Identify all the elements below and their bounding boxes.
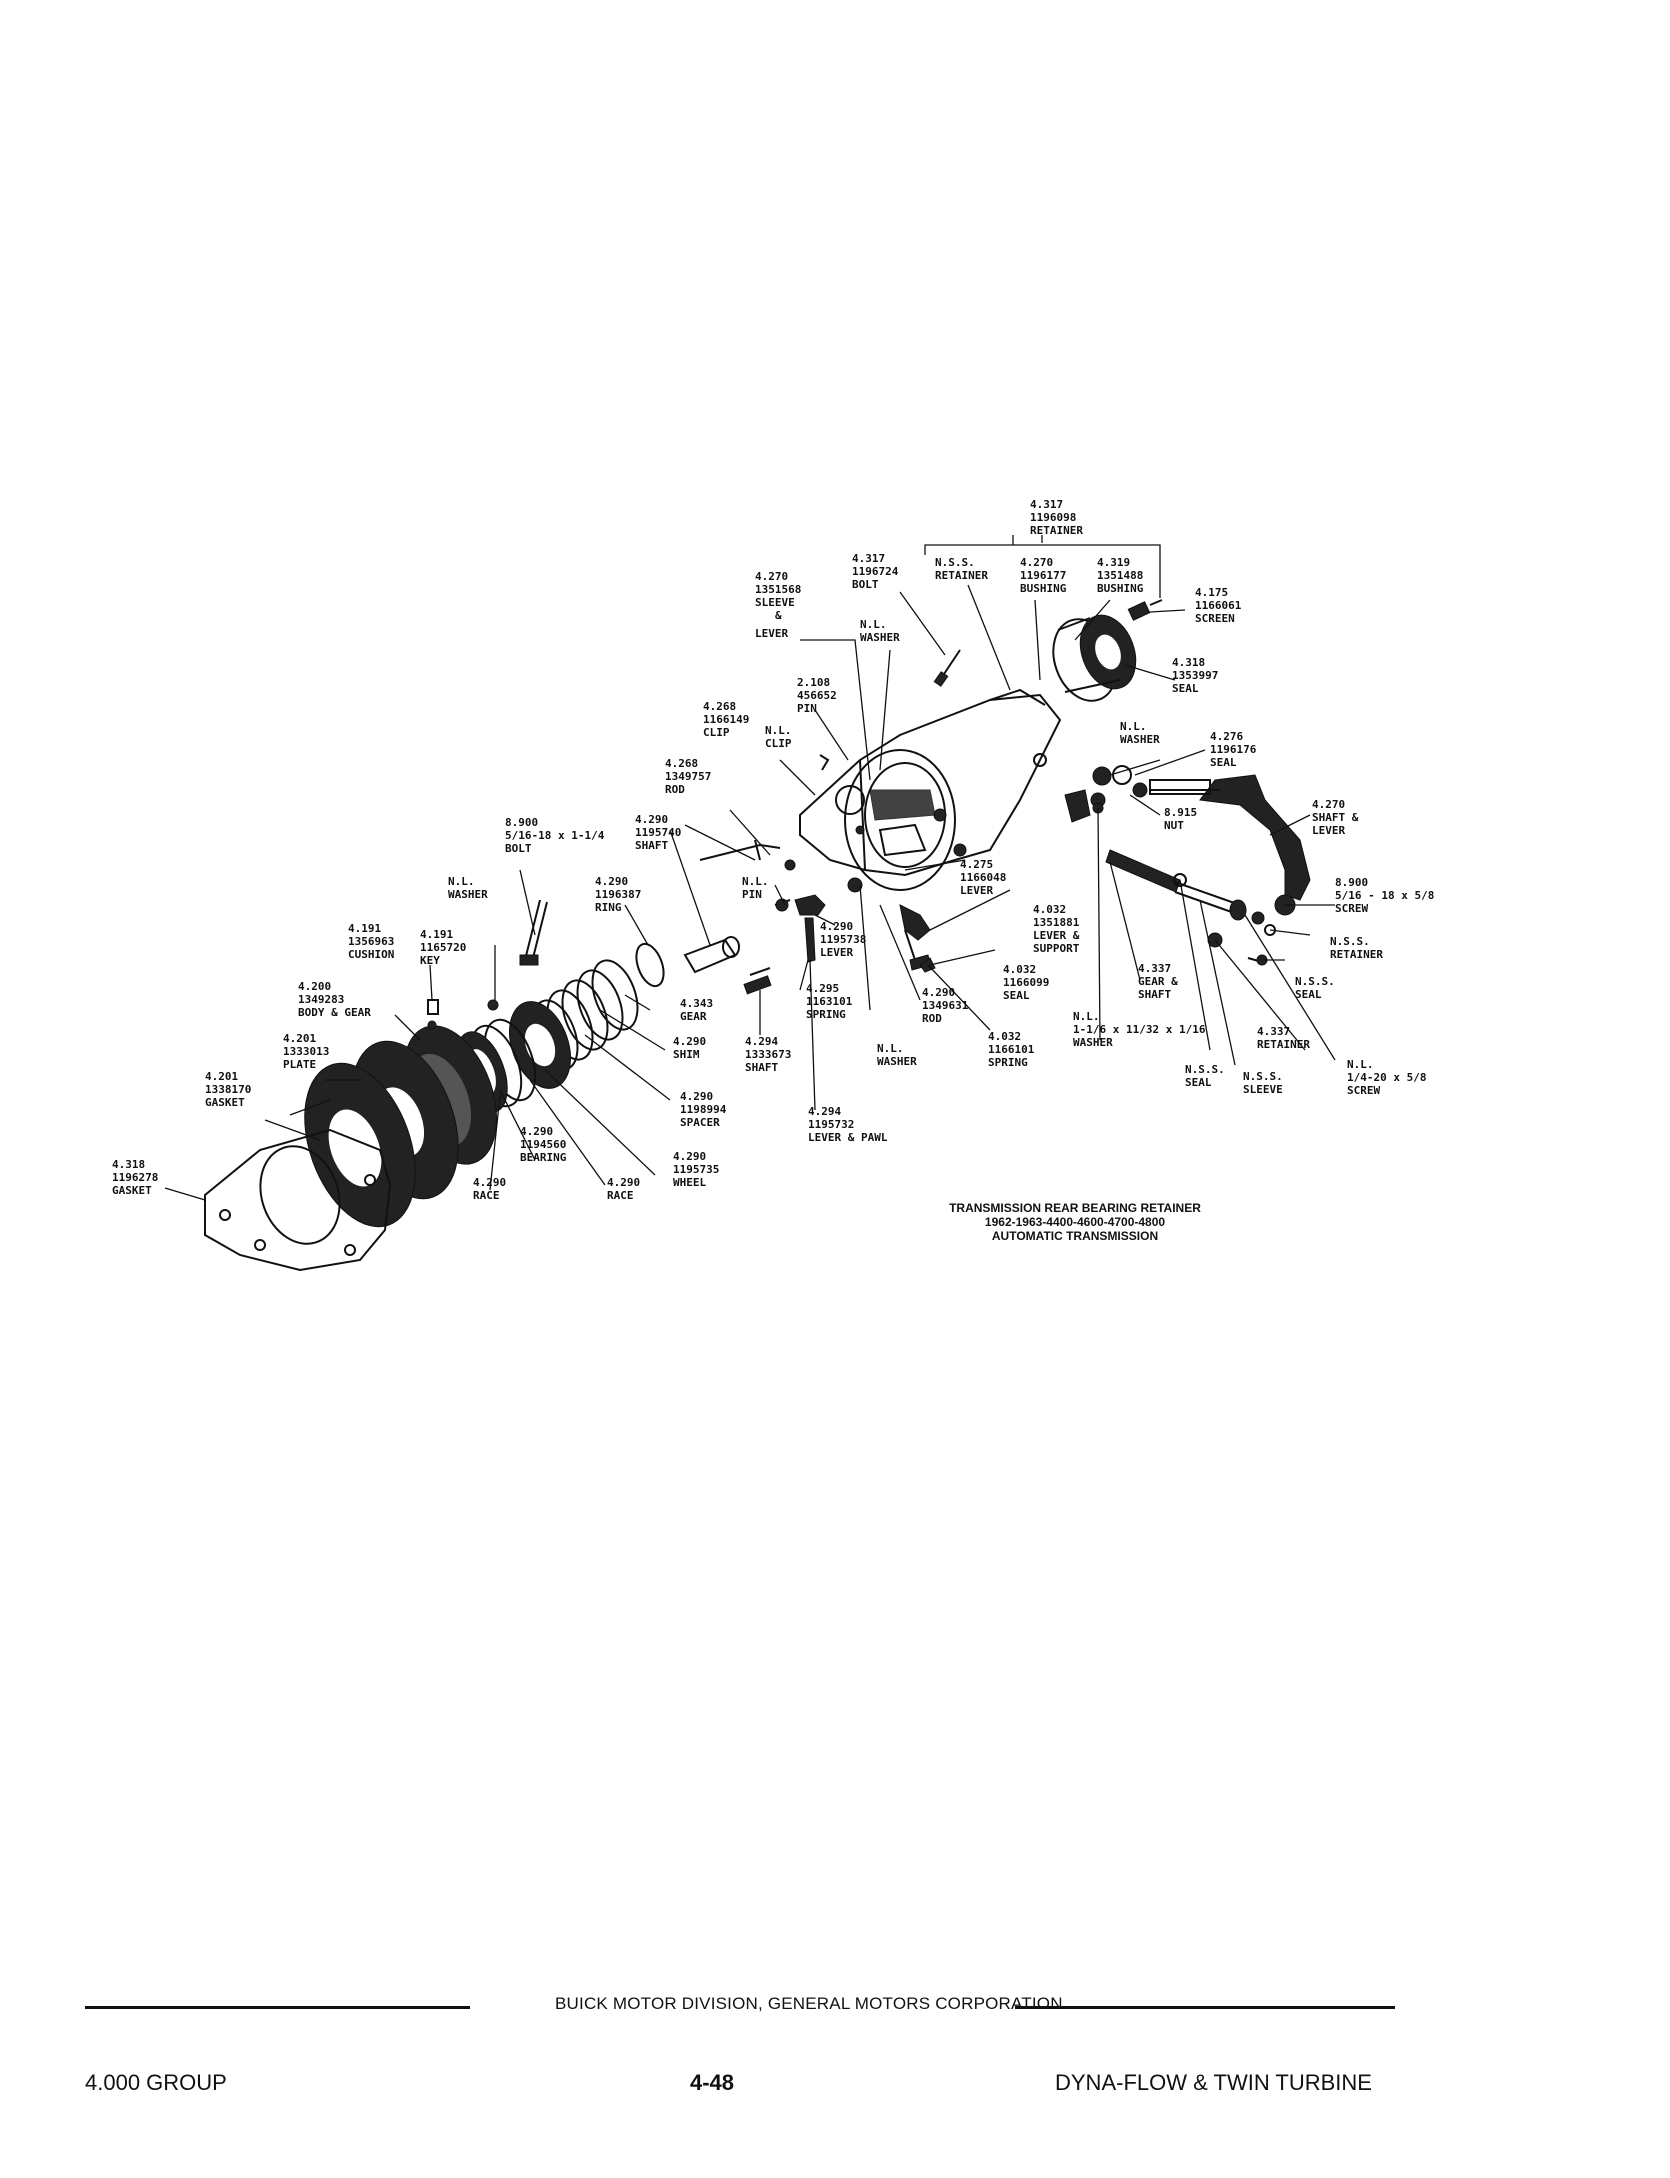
label-spring-4032: 4.032 1166101 SPRING xyxy=(988,1030,1041,1069)
outline-gasket xyxy=(204,1128,392,1272)
shaft-lever-arm xyxy=(1149,774,1311,916)
label-bushing-2: 4.319 1351488 BUSHING xyxy=(1097,556,1150,595)
label-rod-4290: 4.290 1349631 ROD xyxy=(922,986,975,1025)
label-screw-nl: N.L. 1/4-20 x 5/8 SCREW xyxy=(1347,1058,1433,1097)
label-sleeve-lever: 4.270 1351568 SLEEVE & LEVER xyxy=(755,570,808,640)
shaft-cylinder xyxy=(683,936,772,995)
label-retainer-top: 4.317 1196098 RETAINER xyxy=(1030,498,1083,537)
bearing-retainer xyxy=(1052,614,1137,702)
lever-support-part xyxy=(899,904,936,973)
leader-lines xyxy=(164,535,1336,1201)
gear-shaft-part xyxy=(1105,849,1276,966)
label-washer-nl-size: N.L. 1-1/6 x 11/32 x 1/16 WASHER xyxy=(1073,1010,1212,1049)
label-lever-pawl: 4.294 1195732 LEVER & PAWL xyxy=(808,1105,888,1144)
label-nl-pin: N.L. PIN xyxy=(742,875,775,901)
label-shim: 4.290 SHIM xyxy=(673,1035,713,1061)
label-cushion: 4.191 1356963 CUSHION xyxy=(348,922,401,961)
caption-line-2: 1962-1963-4400-4600-4700-4800 xyxy=(985,1215,1165,1229)
label-nl-clip: N.L. CLIP xyxy=(765,724,798,750)
bolt-part xyxy=(933,649,961,687)
label-nss-seal: N.S.S. SEAL xyxy=(1185,1063,1231,1089)
label-nss-sleeve: N.S.S. SLEEVE xyxy=(1243,1070,1289,1096)
parts-illustration xyxy=(204,599,1311,1272)
label-screen: 4.175 1166061 SCREEN xyxy=(1195,586,1248,625)
lever-spring-part xyxy=(774,877,863,963)
footer-rule-left xyxy=(85,2006,470,2009)
label-spacer: 4.290 1198994 SPACER xyxy=(680,1090,733,1129)
transmission-housing xyxy=(799,688,1062,891)
label-spring-4295: 4.295 1163101 SPRING xyxy=(806,982,859,1021)
bolt-8900 xyxy=(519,899,548,966)
label-bolt-8900: 8.900 5/16-18 x 1-1/4 BOLT xyxy=(505,816,611,855)
caption-line-1: TRANSMISSION REAR BEARING RETAINER xyxy=(949,1201,1201,1215)
label-bolt-4317: 4.317 1196724 BOLT xyxy=(852,552,905,591)
label-retainer-4337: 4.337 RETAINER xyxy=(1257,1025,1310,1051)
label-nss-retainer: N.S.S. RETAINER xyxy=(935,556,988,582)
label-seal-4276: 4.276 1196176 SEAL xyxy=(1210,730,1263,769)
label-nut-8915: 8.915 NUT xyxy=(1164,806,1204,832)
ring-part xyxy=(635,942,665,988)
label-key: 4.191 1165720 KEY xyxy=(420,928,473,967)
screen-part xyxy=(1127,599,1163,621)
label-seal-4032: 4.032 1166099 SEAL xyxy=(1003,963,1056,1002)
label-bearing: 4.290 1194560 BEARING xyxy=(520,1125,573,1164)
footer-page-number: 4-48 xyxy=(690,2070,735,2095)
rod-part xyxy=(699,839,781,861)
cushion-key xyxy=(427,999,499,1030)
label-seal-4318: 4.318 1353997 SEAL xyxy=(1172,656,1225,695)
label-nl-washer-top: N.L. WASHER xyxy=(860,618,900,644)
label-race-2: 4.290 RACE xyxy=(607,1176,647,1202)
label-bushing-1: 4.270 1196177 BUSHING xyxy=(1020,556,1073,595)
footer-title: DYNA-FLOW & TWIN TURBINE xyxy=(1055,2070,1372,2095)
diagram-caption: TRANSMISSION REAR BEARING RETAINER 1962-… xyxy=(949,1201,1201,1243)
label-screw-8900: 8.900 5/16 - 18 x 5/8 SCREW xyxy=(1335,876,1441,915)
label-body-gear: 4.200 1349283 BODY & GEAR xyxy=(298,980,371,1019)
label-lever-support: 4.032 1351881 LEVER & SUPPORT xyxy=(1033,903,1086,955)
label-race-1: 4.290 RACE xyxy=(473,1176,513,1202)
part-labels: 4.317 1196098 RETAINER N.S.S. RETAINER 4… xyxy=(112,498,1441,1202)
label-wheel: 4.290 1195735 WHEEL xyxy=(673,1150,726,1189)
gasket-disk xyxy=(304,1062,416,1228)
clip-pin-parts xyxy=(784,754,865,871)
footer-group: 4.000 GROUP xyxy=(85,2070,227,2095)
footer-division: BUICK MOTOR DIVISION, GENERAL MOTORS COR… xyxy=(555,1994,1063,2013)
label-lever-4290: 4.290 1195738 LEVER xyxy=(820,920,873,959)
label-pin-2108: 2.108 456652 PIN xyxy=(797,676,843,715)
label-nss-seal-right: N.S.S. SEAL xyxy=(1295,975,1341,1001)
label-gear-shaft: 4.337 GEAR & SHAFT xyxy=(1138,962,1184,1001)
label-shaft-4290: 4.290 1195740 SHAFT xyxy=(635,813,688,852)
footer-rule-right xyxy=(1015,2006,1395,2009)
label-lever-4275: 4.275 1166048 LEVER xyxy=(960,858,1013,897)
label-gasket-4318: 4.318 1196278 GASKET xyxy=(112,1158,165,1197)
label-gear-4343: 4.343 GEAR xyxy=(680,997,720,1023)
caption-line-3: AUTOMATIC TRANSMISSION xyxy=(992,1229,1158,1243)
label-gasket-4201: 4.201 1338170 GASKET xyxy=(205,1070,258,1109)
label-shaft-lever-4270: 4.270 SHAFT & LEVER xyxy=(1312,798,1365,837)
label-ring-4290: 4.290 1196387 RING xyxy=(595,875,648,914)
label-rod-4268: 4.268 1349757 ROD xyxy=(665,757,718,796)
label-nl-washer-bottom: N.L. WASHER xyxy=(877,1042,917,1068)
right-small-parts xyxy=(1064,765,1148,823)
label-nl-washer-right: N.L. WASHER xyxy=(1120,720,1160,746)
label-nss-retainer-right: N.S.S. RETAINER xyxy=(1330,935,1383,961)
label-shaft-4294: 4.294 1333673 SHAFT xyxy=(745,1035,798,1074)
label-plate: 4.201 1333013 PLATE xyxy=(283,1032,336,1071)
label-clip-4268: 4.268 1166149 CLIP xyxy=(703,700,756,739)
label-nl-washer-left: N.L. WASHER xyxy=(448,875,488,901)
